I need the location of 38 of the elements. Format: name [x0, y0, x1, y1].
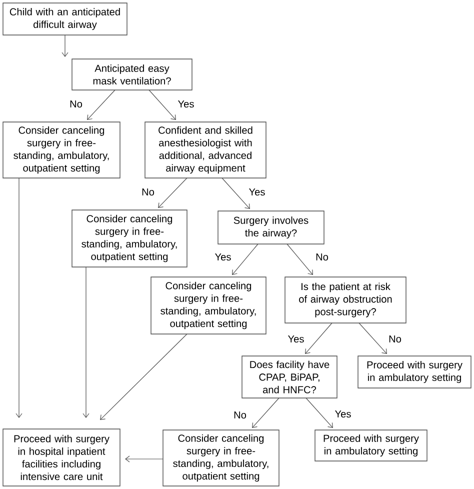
process-box: Is the patient at risk of airway obstruction post-surgery? [284, 276, 406, 324]
arrow [125, 456, 164, 462]
process-box: Confident and skilled anesthesiologist with additional, advanced airway equipment [144, 122, 266, 178]
process-box: Does facility have CPAP, BiPAP, and HNFC? [242, 356, 338, 398]
edge-label: Yes [176, 99, 196, 109]
process-box: Proceed with surgery in ambulatory setting [314, 430, 428, 462]
process-box: Proceed with surgery in ambulatory setting [358, 356, 472, 388]
arrow [62, 34, 68, 57]
arrow [286, 244, 313, 275]
arrow [232, 244, 258, 275]
process-box: Surgery involves the airway? [218, 210, 324, 244]
edge-label: No [140, 187, 156, 197]
arrow [358, 322, 387, 354]
edge-label: No [314, 252, 330, 262]
process-box: Child with an anticipated difficult airway [2, 2, 128, 36]
arrow [148, 90, 176, 120]
arrow [252, 398, 280, 428]
edge-label: Yes [248, 187, 266, 197]
arrow [222, 178, 250, 209]
process-box: Anticipated easy mask ventilation? [72, 58, 192, 90]
arrow [306, 398, 333, 428]
arrow [305, 322, 332, 354]
process-box: Proceed with surgery in hospital inpatient facilities including intensive care unit [2, 428, 120, 486]
process-box: Consider canceling surgery in free-standing, ambulatory, outpatient setting [72, 210, 188, 268]
process-box: Consider canceling surgery in free-standing, ambulatory, outpatient setting [150, 276, 266, 334]
edge-label: No [388, 334, 402, 344]
process-box: Consider canceling surgery in free-standing, ambulatory, outpatient setting [2, 122, 120, 178]
process-box: Consider canceling surgery in free-standing, ambulatory, outpatient setting [162, 430, 280, 486]
edge-label: No [68, 99, 84, 109]
arrow [100, 334, 188, 420]
edge-label: Yes [286, 334, 306, 344]
edge-label: No [232, 410, 248, 420]
arrow [158, 178, 188, 208]
edge-label: Yes [214, 252, 232, 262]
arrow [82, 266, 90, 418]
arrow [87, 90, 116, 120]
edge-label: Yes [334, 409, 352, 419]
arrow [16, 178, 22, 418]
